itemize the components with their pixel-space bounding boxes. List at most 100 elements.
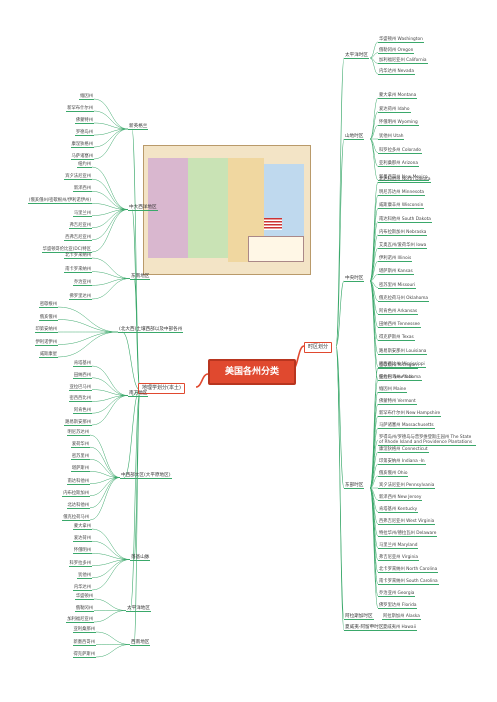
state-item: 佛罗里达州 [68, 294, 92, 300]
timezone-group: 阿拉斯加时区 [344, 614, 374, 620]
connector-line [89, 471, 121, 478]
state-item: 南卡罗来纳州 South Carolina [378, 579, 439, 585]
connector-line [369, 391, 379, 489]
center-title: 美国各州分类 [208, 359, 296, 385]
state-item: 密苏里州 [70, 454, 90, 461]
connector-line [369, 487, 379, 573]
connector-line [133, 389, 141, 645]
state-item: 南卡罗来纳州 [64, 266, 92, 273]
connector-line [369, 125, 379, 140]
state-item: 俄勒冈州 Oregon [378, 47, 415, 54]
state-item: 马萨诸塞州 [70, 154, 94, 160]
state-item: 内华达州 Nevada [378, 69, 415, 75]
state-item: 爱达荷州 Idaho [378, 106, 411, 113]
connector-line [91, 257, 131, 279]
connector-line [57, 331, 119, 345]
connector-line [369, 52, 379, 59]
connector-line [93, 598, 127, 611]
connector-line [93, 98, 129, 130]
state-item: 佛蒙特州 Vermont [378, 399, 417, 405]
connector-line [89, 459, 121, 478]
state-item: 伊利诺州 Illinois [378, 256, 413, 263]
connector-line [89, 434, 121, 478]
state-item: 新罕布什尔州 [66, 106, 94, 112]
state-item: 蒙大拿州 Montana [378, 93, 418, 99]
connector-line [91, 166, 129, 210]
connector-line [91, 203, 129, 210]
state-item: 内布拉斯加州 Nebraska [378, 229, 428, 236]
state-item: 佛罗里达州 Florida [378, 603, 418, 609]
state-item: 密苏里州 Missouri [378, 282, 417, 289]
geo-group: 东南地区 [130, 273, 151, 280]
state-item: 宾夕法尼亚州 Pennsylvania [378, 483, 436, 489]
connector-line [369, 138, 379, 181]
connector-line [335, 57, 345, 347]
connector-line [369, 57, 379, 75]
state-item: 弗吉尼亚州 [68, 222, 92, 229]
connector-line [95, 631, 131, 645]
state-item: 肯塔基州 [72, 361, 92, 367]
connector-line [89, 477, 121, 521]
state-item: 肯塔基州 Kentucky [378, 507, 419, 513]
geo-group: 西南地区 [130, 639, 151, 646]
connector-line [91, 540, 131, 560]
connector-line [369, 451, 379, 489]
state-item: 宾夕法尼亚州 [64, 174, 92, 181]
state-item: 伊利诺伊州 [34, 339, 58, 346]
state-item: 新罕布什尔州 New Hampshire [378, 411, 442, 417]
connector-line [91, 209, 129, 253]
connector-line [369, 234, 379, 282]
connector-line [195, 373, 209, 388]
state-item: 亚利桑那州 Arizona [378, 161, 419, 168]
connector-line [369, 97, 379, 140]
connector-line [91, 365, 129, 396]
state-item: 弗吉尼亚州 Virginia [378, 555, 420, 561]
connector-line [369, 111, 379, 140]
state-item: 南达科他州 South Dakota [378, 216, 432, 223]
connector-line [91, 377, 129, 396]
connector-line [369, 475, 379, 489]
connector-line [91, 395, 129, 426]
connector-line [335, 138, 345, 347]
state-item: 加利福尼亚州 [66, 617, 94, 623]
connector-line [89, 477, 121, 509]
state-item: 印第安纳州 Indiana -In [378, 459, 426, 465]
state-item: 田纳西州 Tennessee [378, 322, 421, 329]
map-legend [248, 236, 304, 262]
connector-line [91, 278, 131, 286]
state-item: 阿肯色州 Arkansas [378, 309, 419, 315]
map-flag [264, 218, 282, 230]
connector-line [369, 439, 379, 489]
connector-line [91, 271, 131, 279]
state-item: 北卡罗来纳州 North Carolina [378, 567, 439, 573]
state-item: 北达科他州 North Dakota [378, 177, 432, 183]
connector-line [369, 194, 379, 282]
state-item: 北卡罗来纳州 [64, 253, 92, 259]
state-item: 怀俄明州 [72, 548, 92, 555]
state-item: 华盛顿州 [74, 594, 94, 600]
state-item: 科罗拉多州 [68, 560, 92, 567]
connector-line [369, 247, 379, 282]
state-item: 阿拉斯加州 Alaska [382, 614, 421, 620]
state-item: (俄亥俄州/密歇根州/伊利诺伊州) [27, 198, 92, 205]
connector-line [91, 559, 131, 591]
state-item: 密歇根州 [38, 302, 58, 308]
connector-line [131, 128, 141, 391]
state-item: 罗得岛州/罗德岛与普罗维登斯庄园州 The State of Rhode Isl… [378, 435, 476, 446]
state-item: 路易斯安那州 [64, 420, 92, 426]
connector-line [369, 260, 379, 282]
connector-line [123, 389, 141, 478]
state-item: 俄亥俄州 [38, 314, 58, 321]
state-item: 堪萨斯州 [70, 466, 90, 473]
state-item: 堪萨斯州 Kansas [378, 269, 414, 276]
connector-line [335, 280, 345, 347]
connector-line [93, 110, 129, 130]
state-item: 密西西比州 Mississippi [378, 361, 426, 368]
state-item: 科罗拉多州 Colorado [378, 147, 423, 154]
geo-group: 新英格兰 [128, 124, 149, 130]
state-item: 内华达州 [72, 585, 92, 591]
state-item: 怀俄明州 Wyoming [378, 120, 419, 127]
connector-line [93, 610, 127, 623]
connector-line [369, 463, 379, 489]
